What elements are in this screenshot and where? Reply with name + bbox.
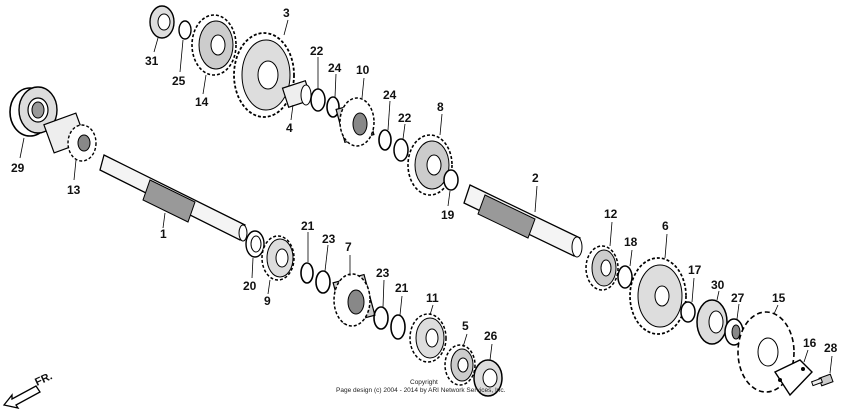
label-29[interactable]: 29 <box>11 161 25 175</box>
label-22a[interactable]: 22 <box>310 44 324 58</box>
label-15[interactable]: 15 <box>772 291 786 305</box>
label-6[interactable]: 6 <box>662 219 669 233</box>
label-5[interactable]: 5 <box>462 319 469 333</box>
part-12-gear[interactable] <box>585 245 619 291</box>
label-10[interactable]: 10 <box>356 63 370 77</box>
part-19-washer[interactable] <box>443 169 459 191</box>
part-26-bearing[interactable] <box>473 359 503 397</box>
part-30-bearing[interactable] <box>696 299 728 345</box>
part-6-gear[interactable] <box>629 257 687 335</box>
part-3-gear[interactable] <box>233 32 295 118</box>
label-22b[interactable]: 22 <box>398 111 412 125</box>
arrow-icon <box>2 385 41 409</box>
label-3[interactable]: 3 <box>283 6 290 20</box>
label-27[interactable]: 27 <box>731 291 745 305</box>
part-13-gear[interactable] <box>43 112 97 162</box>
label-2[interactable]: 2 <box>532 171 539 185</box>
part-24-clip-a[interactable] <box>326 96 340 118</box>
part-8-gear[interactable] <box>407 134 453 196</box>
part-21-clip-a[interactable] <box>300 262 314 284</box>
label-24b[interactable]: 24 <box>383 88 397 102</box>
label-17[interactable]: 17 <box>688 263 702 277</box>
label-7[interactable]: 7 <box>345 240 352 254</box>
copyright-line1: Copyright <box>410 379 438 386</box>
label-20[interactable]: 20 <box>243 279 257 293</box>
part-27-seal[interactable] <box>724 318 744 346</box>
label-23a[interactable]: 23 <box>322 232 336 246</box>
label-11[interactable]: 11 <box>426 291 439 305</box>
label-13[interactable]: 13 <box>67 183 81 197</box>
label-9[interactable]: 9 <box>264 294 271 308</box>
part-9-gear[interactable] <box>261 235 295 281</box>
part-29-bearing[interactable] <box>9 86 58 137</box>
part-20-washer[interactable] <box>245 230 265 258</box>
part-5-gear[interactable] <box>444 344 476 386</box>
part-18-washer[interactable] <box>617 265 633 289</box>
label-21b[interactable]: 21 <box>395 281 409 295</box>
label-19[interactable]: 19 <box>441 208 455 222</box>
front-direction-indicator: FR. <box>2 370 54 409</box>
part-23-washer-b[interactable] <box>373 306 389 330</box>
part-22-washer-a[interactable] <box>310 88 326 112</box>
part-17-washer[interactable] <box>680 301 696 323</box>
part-7-gear[interactable] <box>332 273 376 327</box>
part-21-clip-b[interactable] <box>390 314 406 340</box>
part-14-gear[interactable] <box>191 14 237 76</box>
label-25[interactable]: 25 <box>172 74 186 88</box>
label-8[interactable]: 8 <box>437 100 444 114</box>
label-30[interactable]: 30 <box>711 278 725 292</box>
label-21a[interactable]: 21 <box>301 219 315 233</box>
part-28-bolt[interactable] <box>810 373 834 387</box>
label-28[interactable]: 28 <box>824 341 838 355</box>
label-1[interactable]: 1 <box>160 227 167 241</box>
part-16-plate[interactable] <box>773 359 813 397</box>
part-10-gear[interactable] <box>335 97 375 147</box>
part-4-bushing[interactable] <box>281 80 313 108</box>
label-26[interactable]: 26 <box>484 329 498 343</box>
part-2-countershaft[interactable] <box>463 184 583 258</box>
label-12[interactable]: 12 <box>604 207 618 221</box>
direction-label: FR. <box>33 370 54 388</box>
part-1-mainshaft[interactable] <box>99 154 248 242</box>
label-31[interactable]: 31 <box>145 54 159 68</box>
part-22-washer-b[interactable] <box>393 138 409 162</box>
label-23b[interactable]: 23 <box>376 266 390 280</box>
label-24a[interactable]: 24 <box>328 61 342 75</box>
copyright-line2: Page design (c) 2004 - 2014 by ARI Netwo… <box>336 387 506 394</box>
part-31-bearing[interactable] <box>149 5 175 39</box>
part-23-washer-a[interactable] <box>315 270 331 294</box>
label-18[interactable]: 18 <box>624 235 638 249</box>
part-24-clip-b[interactable] <box>378 129 392 151</box>
label-16[interactable]: 16 <box>803 336 817 350</box>
part-11-gear[interactable] <box>409 313 447 363</box>
part-25-washer[interactable] <box>178 20 192 40</box>
label-14[interactable]: 14 <box>195 95 209 109</box>
label-4[interactable]: 4 <box>286 121 293 135</box>
